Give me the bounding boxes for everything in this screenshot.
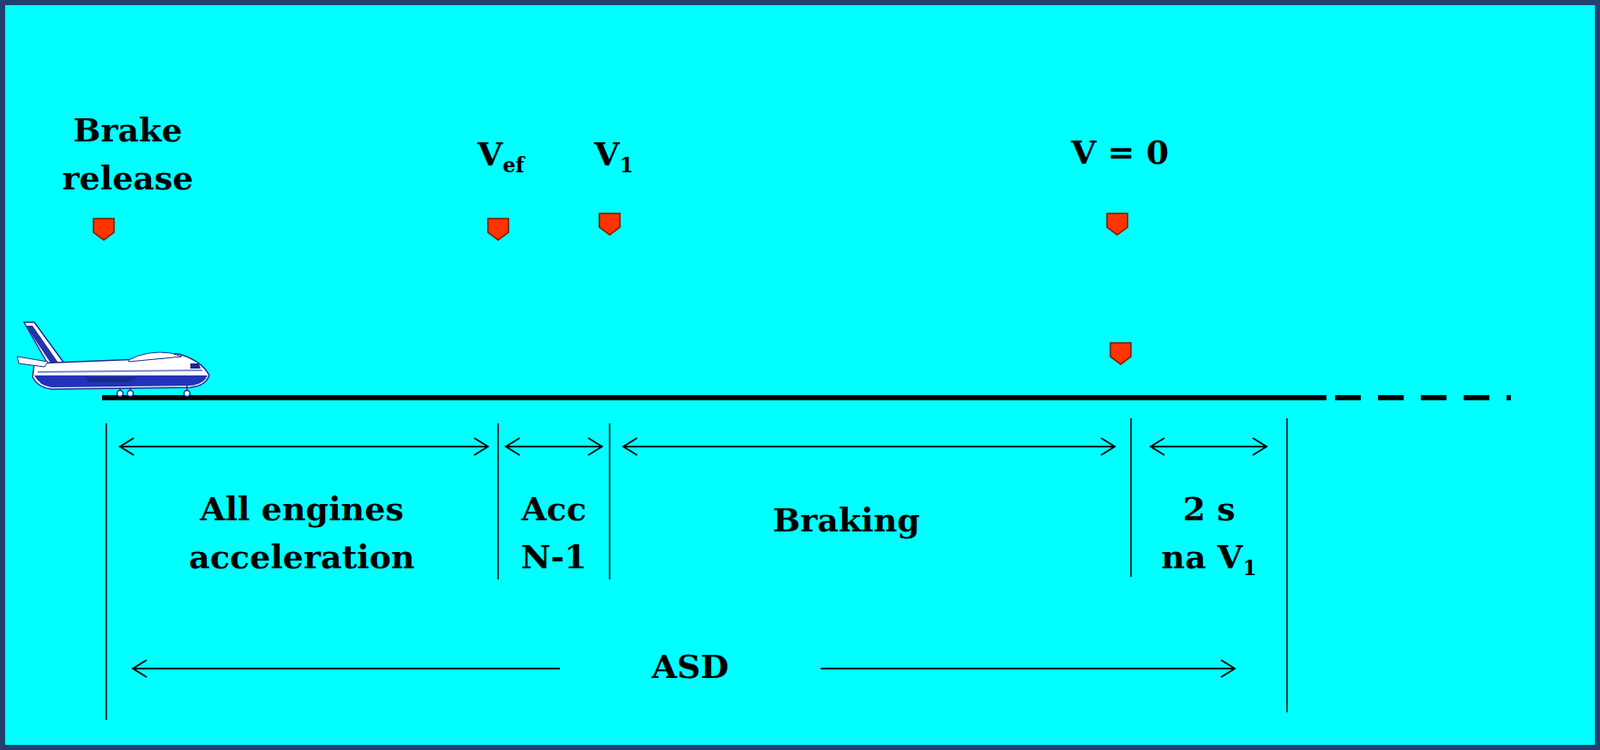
airplane-illustration	[17, 322, 210, 397]
speed-label: Vef	[477, 130, 525, 179]
speed-label: V = 0	[1070, 128, 1169, 177]
runway-extension	[1335, 395, 1511, 401]
dimension-arrows	[120, 438, 1267, 678]
distance-label: ASD	[651, 643, 729, 692]
background	[5, 5, 1595, 746]
separators	[106, 418, 1288, 721]
event-label: Brake release	[61, 106, 193, 203]
speed-label: V1	[594, 130, 634, 179]
segment-label: Braking	[772, 496, 921, 545]
segment-label: Acc N-1	[521, 485, 588, 582]
segment-label: 2 s na V1	[1160, 485, 1257, 582]
runway	[102, 395, 1327, 401]
segment-label: All engines acceleration	[188, 485, 415, 582]
position-markers	[93, 213, 1131, 365]
